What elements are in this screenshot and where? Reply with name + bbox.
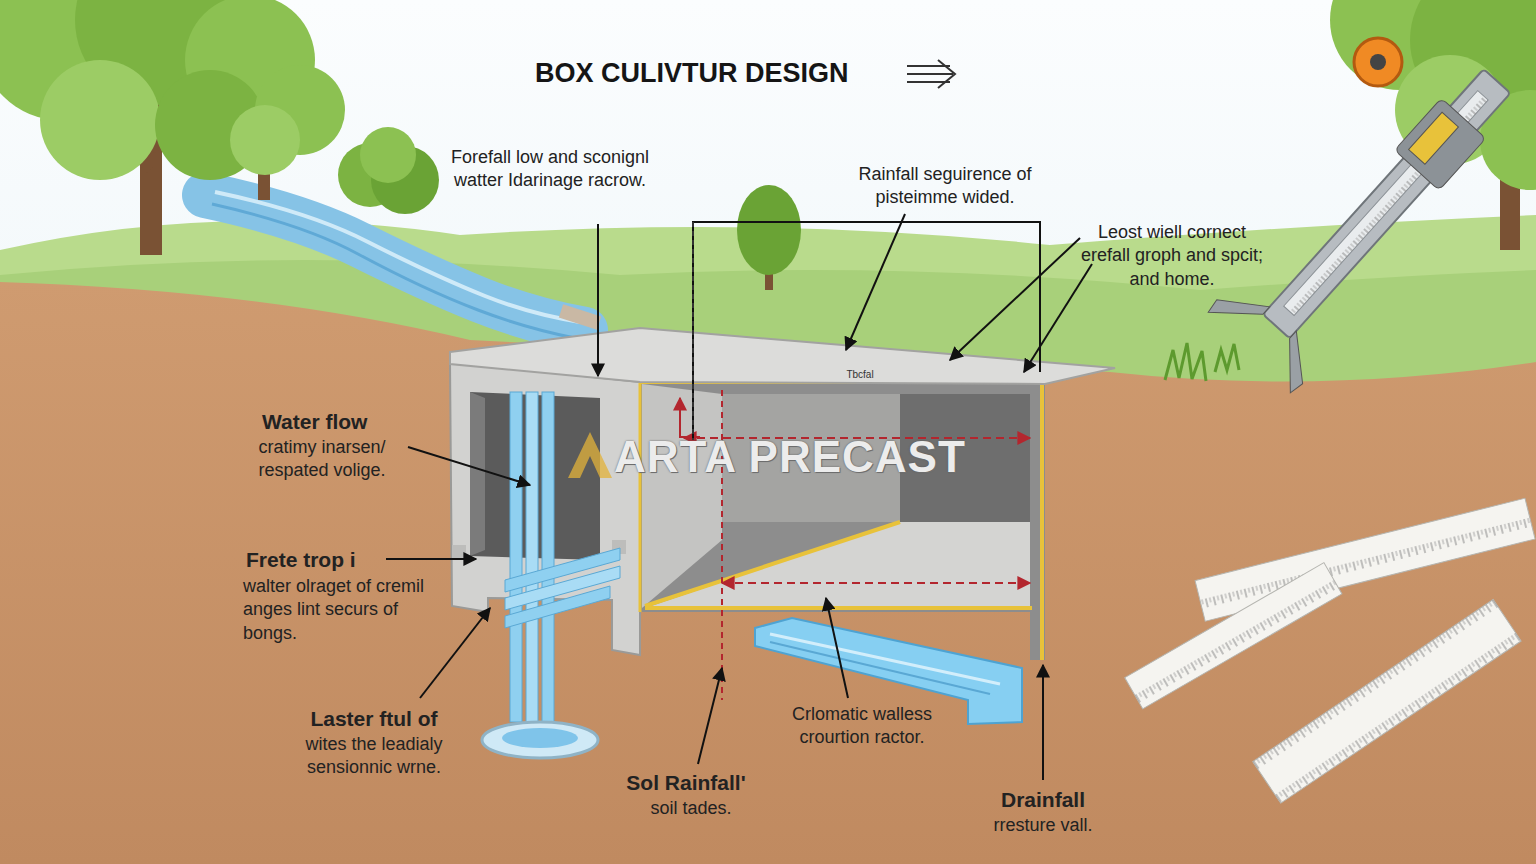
- caliper-tool: [1203, 40, 1536, 395]
- callout-heading: Drainfall: [1001, 786, 1085, 813]
- callout-text: rresture vall.: [993, 814, 1092, 837]
- callout-text: Crlomatic walless crourtion ractor.: [762, 703, 962, 750]
- watermark-logo: [568, 432, 612, 478]
- stone: [559, 304, 601, 330]
- callout-heading: Frete trop i: [246, 546, 356, 573]
- callout-heading: Water flow: [262, 408, 367, 435]
- grass: [1215, 344, 1239, 372]
- grass: [1165, 343, 1206, 381]
- title: BOX CULIVTUR DESIGN: [535, 58, 849, 89]
- tree: [737, 185, 801, 290]
- callout-text: walter olraget of cremil anges lint secu…: [243, 575, 428, 645]
- callout-text: soil tades.: [650, 797, 731, 820]
- leader-line: [386, 214, 1092, 780]
- title-arrow: [907, 60, 955, 88]
- callout-text: Forefall low and sconignl watter Idarina…: [450, 146, 650, 193]
- gear-icon: [1354, 38, 1402, 86]
- hill: [0, 260, 1536, 864]
- callout-heading: Sol Rainfall': [626, 769, 745, 796]
- gear-icon: [1370, 54, 1386, 70]
- water-flow: [482, 392, 620, 758]
- callout-text: cratimy inarsen/ respated volige.: [237, 436, 407, 483]
- bracket: [693, 222, 1040, 440]
- bush: [338, 127, 439, 214]
- callout-text: wites the leadialy sensionnic wrne.: [277, 733, 472, 780]
- callout-heading: Laster ftul of: [310, 705, 437, 732]
- ruler: [1125, 498, 1535, 803]
- watermark: ARTA PRECAST: [614, 428, 966, 485]
- tree: [0, 0, 345, 255]
- soil: [0, 282, 1536, 864]
- callout-text: Leost wiell cornect erefall groph and sp…: [1072, 221, 1272, 291]
- stream: [212, 204, 575, 338]
- callout-text: Rainfall seguirence of pisteimme wided.: [825, 163, 1065, 210]
- part-label: Tbcfal: [846, 368, 873, 381]
